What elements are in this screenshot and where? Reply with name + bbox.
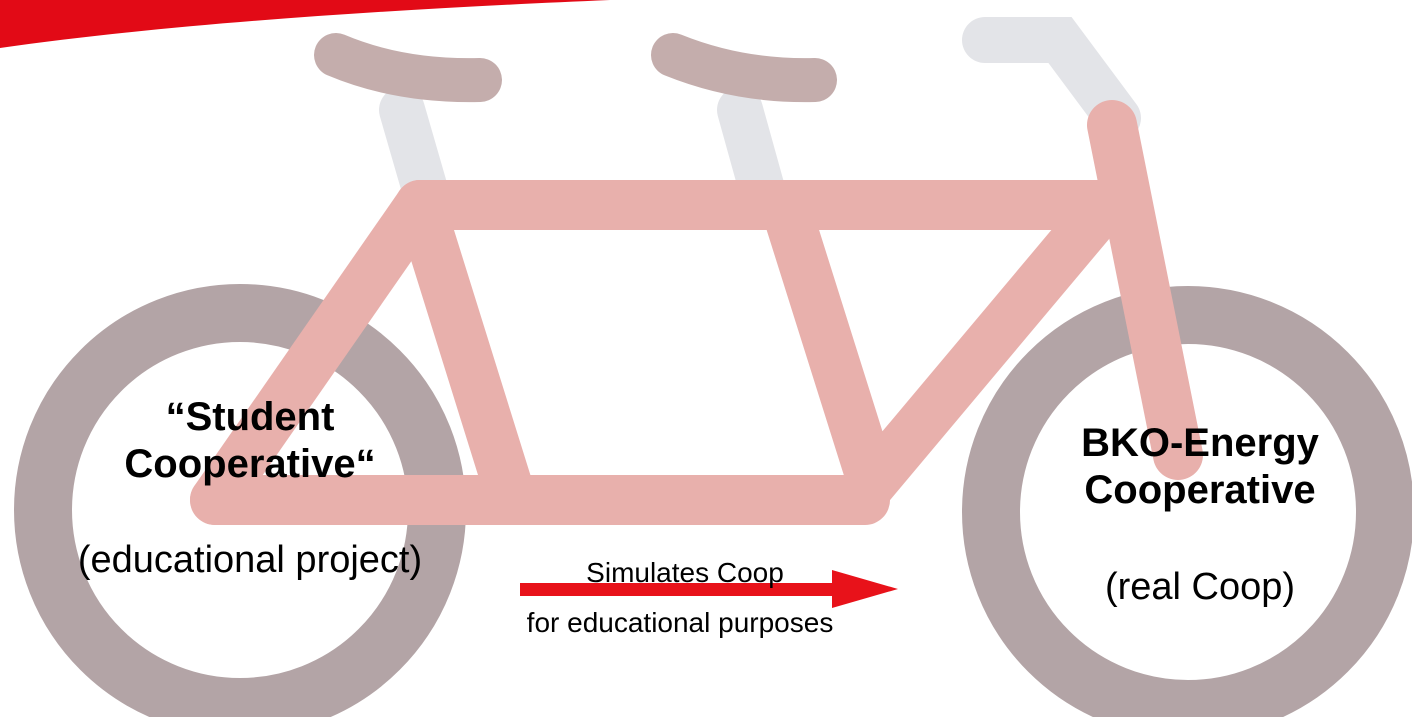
corner-banner bbox=[0, 0, 610, 48]
bicycle-frame bbox=[190, 100, 1203, 525]
saddles bbox=[314, 33, 837, 103]
student-cooperative-title: “Student Cooperative“ bbox=[124, 395, 376, 487]
right-wheel-icon bbox=[962, 286, 1412, 717]
relation-arrow-icon bbox=[520, 570, 898, 608]
relation-label-line2: for educational purposes bbox=[526, 607, 834, 638]
bko-energy-cooperative-subtitle: (real Coop) bbox=[1104, 566, 1296, 608]
relation-label-line1: Simulates Coop bbox=[586, 557, 784, 588]
rear-saddle-icon bbox=[314, 33, 502, 103]
student-cooperative-subtitle: (educational project) bbox=[77, 539, 423, 581]
front-saddle-icon bbox=[651, 33, 837, 103]
bko-energy-cooperative-title: BKO-Energy Cooperative bbox=[1081, 421, 1319, 513]
